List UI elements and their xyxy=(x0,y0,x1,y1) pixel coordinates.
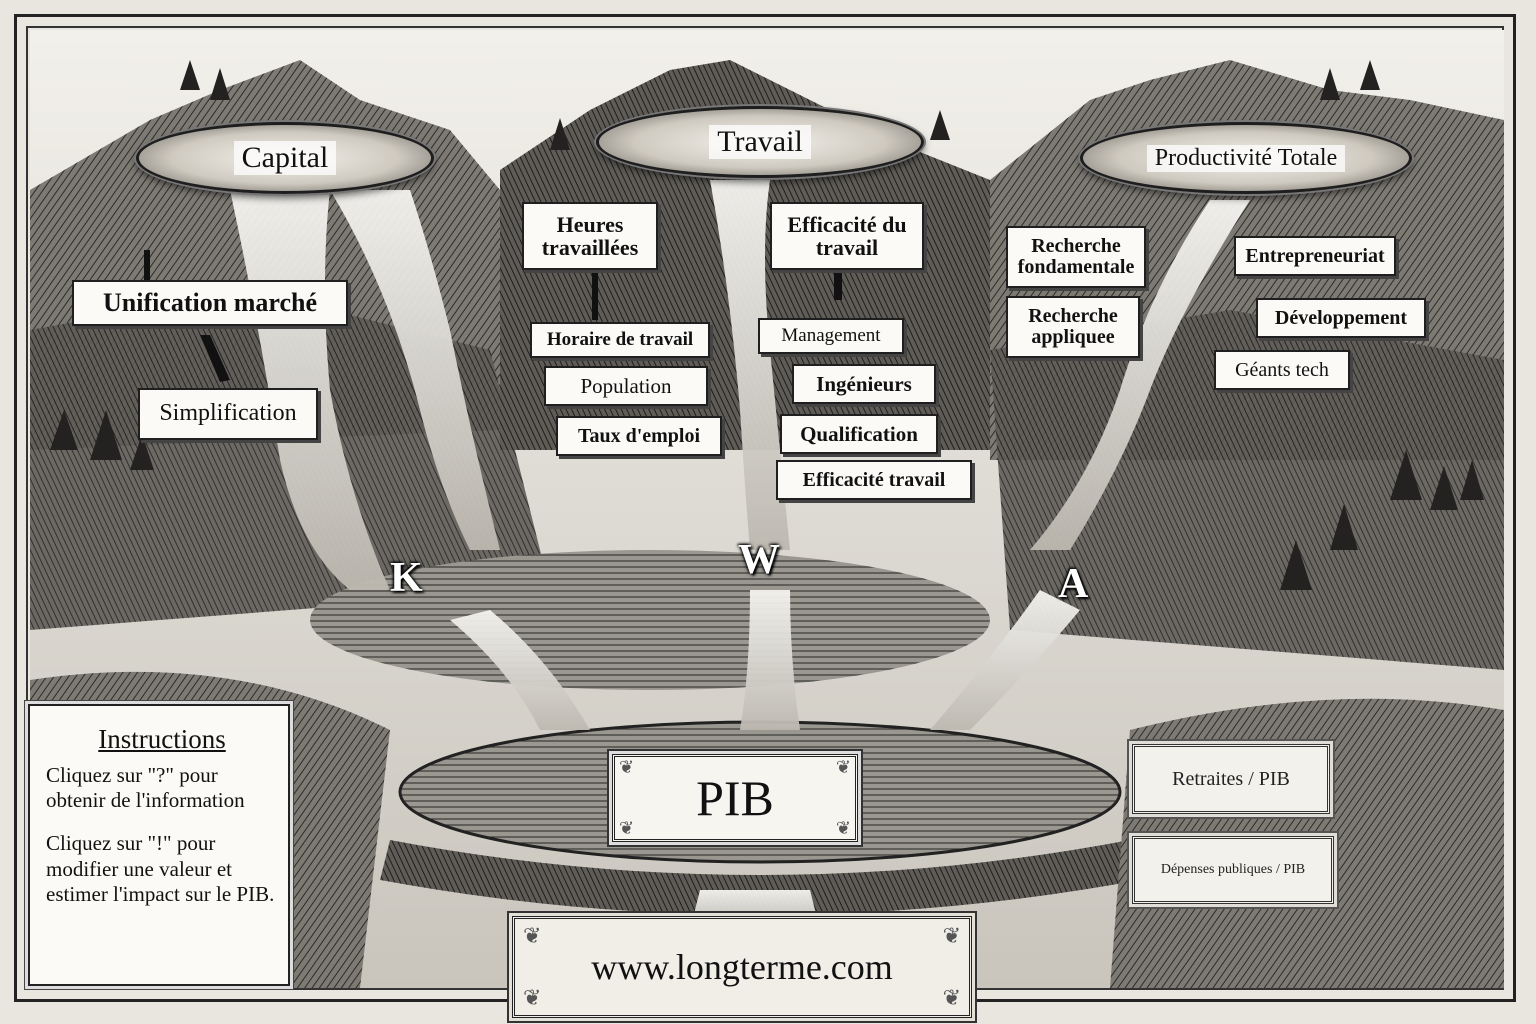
website-banner[interactable]: ❦ ❦ ❦ ❦ www.longterme.com xyxy=(512,916,972,1018)
website-url: www.longterme.com xyxy=(591,947,893,987)
pib-panel[interactable]: ❦ ❦ ❦ ❦ PIB xyxy=(612,754,858,842)
retraites-pib-button[interactable]: Retraites / PIB xyxy=(1132,744,1330,814)
upper-lake xyxy=(310,550,990,690)
developpement-label[interactable]: Développement xyxy=(1256,298,1426,338)
ornament-icon: ❦ xyxy=(523,985,542,1010)
horaire-de-travail-label[interactable]: Horaire de travail xyxy=(530,322,710,358)
letter-k: K xyxy=(390,555,423,601)
recherche-fondamentale-label[interactable]: Recherche fondamentale xyxy=(1006,226,1146,288)
entrepreneuriat-label[interactable]: Entrepreneuriat xyxy=(1234,236,1396,276)
recherche-appliquee-label[interactable]: Recherche appliquee xyxy=(1006,296,1140,358)
population-label[interactable]: Population xyxy=(544,366,708,406)
qualification-label[interactable]: Qualification xyxy=(780,414,938,454)
travail-title: Travail xyxy=(709,125,811,159)
travail-oval[interactable]: Travail xyxy=(596,106,924,178)
productivite-oval[interactable]: Productivité Totale xyxy=(1080,122,1412,194)
efficacite-du-travail-label[interactable]: Efficacité du travail xyxy=(770,202,924,270)
instructions-modify-text: Cliquez sur "!" pour modifier une valeur… xyxy=(46,831,275,906)
ornament-icon: ❦ xyxy=(835,757,851,777)
ornament-icon: ❦ xyxy=(523,923,542,948)
simplification-label[interactable]: Simplification xyxy=(138,388,318,440)
unification-marche-label[interactable]: Unification marché xyxy=(72,280,348,326)
efficacite-travail-label[interactable]: Efficacité travail xyxy=(776,460,972,500)
instructions-panel: Instructions Cliquez sur "?" pour obteni… xyxy=(28,704,290,986)
geants-tech-label[interactable]: Géants tech xyxy=(1214,350,1350,390)
depenses-publiques-pib-button[interactable]: Dépenses publiques / PIB xyxy=(1132,836,1334,904)
instructions-info-text: Cliquez sur "?" pour obtenir de l'inform… xyxy=(46,763,245,813)
capital-oval[interactable]: Capital xyxy=(136,122,434,194)
management-label[interactable]: Management xyxy=(758,318,904,354)
pib-title: PIB xyxy=(696,770,774,826)
retraites-pib-label: Retraites / PIB xyxy=(1172,767,1290,790)
instructions-title: Instructions xyxy=(98,724,226,754)
ingenieurs-label[interactable]: Ingénieurs xyxy=(792,364,936,404)
letter-w: W xyxy=(738,537,780,583)
taux-d-emploi-label[interactable]: Taux d'emploi xyxy=(556,416,722,456)
ornament-icon: ❦ xyxy=(619,818,635,838)
ornament-icon: ❦ xyxy=(942,985,961,1010)
ornament-icon: ❦ xyxy=(942,923,961,948)
ornament-icon: ❦ xyxy=(835,818,851,838)
depenses-publiques-pib-label: Dépenses publiques / PIB xyxy=(1160,862,1306,877)
heures-travaillees-label[interactable]: Heures travaillées xyxy=(522,202,658,270)
letter-a: A xyxy=(1058,561,1089,607)
productivite-title: Productivité Totale xyxy=(1146,144,1346,172)
capital-title: Capital xyxy=(233,141,337,175)
ornament-icon: ❦ xyxy=(619,757,635,777)
